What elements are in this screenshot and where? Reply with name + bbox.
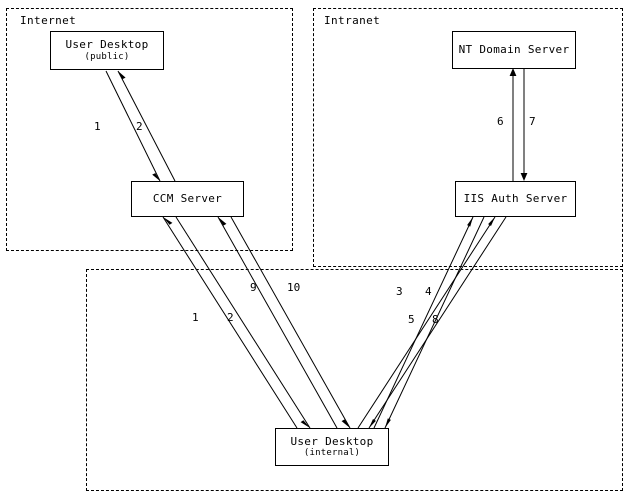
node-iis-auth-server[interactable]: IIS Auth Server [455, 181, 576, 217]
edge-label-10-ccm-internal: 10 [287, 281, 301, 294]
node-nt-domain-server[interactable]: NT Domain Server [452, 31, 576, 69]
edge-label-1-public-ccm: 1 [94, 120, 101, 133]
edge-label-5-internal-iis: 5 [408, 313, 415, 326]
node-nt-domain-server-title: NT Domain Server [458, 42, 570, 56]
node-user-desktop-public-subtitle: (public) [84, 51, 130, 62]
edge-label-6-iis-nt: 6 [497, 115, 504, 128]
edge-label-2-ccm-public: 2 [136, 120, 143, 133]
zone-intranet-label: Intranet [324, 14, 381, 27]
edge-label-1-internal-ccm: 1 [192, 311, 199, 324]
node-ccm-server-title: CCM Server [152, 191, 223, 205]
edge-label-3-internal-iis: 3 [396, 285, 403, 298]
node-user-desktop-public[interactable]: User Desktop (public) [50, 31, 164, 70]
node-ccm-server[interactable]: CCM Server [131, 181, 244, 217]
zone-internet-label: Internet [20, 14, 77, 27]
edge-label-9-internal-ccm: 9 [250, 281, 257, 294]
zone-internal-lower [86, 269, 623, 491]
node-user-desktop-internal-title: User Desktop [290, 434, 374, 448]
zone-internet [6, 8, 293, 251]
edge-label-2-ccm-internal: 2 [227, 311, 234, 324]
edge-label-7-nt-iis: 7 [529, 115, 536, 128]
edge-label-4-iis-internal: 4 [425, 285, 432, 298]
node-user-desktop-public-title: User Desktop [65, 38, 149, 51]
node-user-desktop-internal[interactable]: User Desktop (internal) [275, 428, 389, 466]
node-user-desktop-internal-subtitle: (internal) [303, 448, 361, 459]
node-iis-auth-server-title: IIS Auth Server [463, 191, 568, 205]
edge-label-8-iis-internal: 8 [432, 313, 439, 326]
